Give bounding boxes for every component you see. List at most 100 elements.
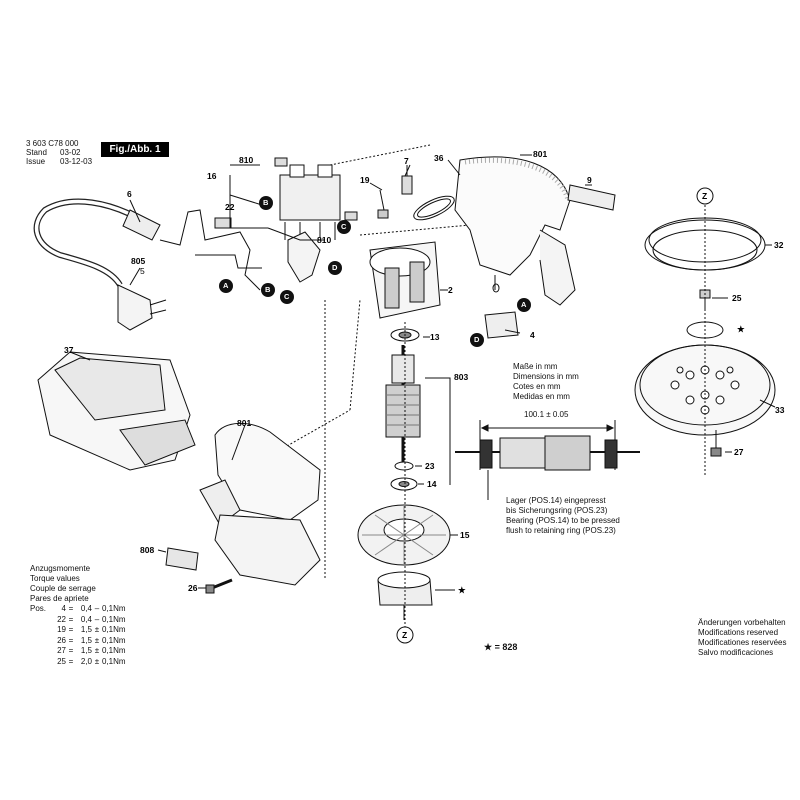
torque-tolerance: 0,1Nm bbox=[102, 646, 126, 655]
callout-markers bbox=[219, 196, 531, 347]
dimension-value: 100.1 ± 0.05 bbox=[524, 410, 569, 419]
torque-row: Pos.4=0,4–0,1Nm bbox=[30, 604, 126, 615]
torque-pos: 25 bbox=[57, 656, 66, 666]
star-marker: ★ bbox=[737, 324, 745, 334]
switch-module bbox=[279, 164, 341, 240]
issue-value: 03-12-03 bbox=[60, 157, 93, 166]
torque-tolerance: 0,1Nm bbox=[102, 656, 126, 666]
bearing-note-line: bis Sicherungsring (POS.23) bbox=[506, 506, 608, 515]
dimensions-note-es: Medidas en mm bbox=[513, 392, 570, 401]
torque-table: Pos.4=0,4–0,1Nm 22=0,4–0,1Nm 19=1,5±0,1N… bbox=[30, 604, 126, 668]
dimensions-note-de: Maße in mm bbox=[513, 362, 558, 371]
part-number: 805 bbox=[131, 256, 146, 266]
callout-letter: C bbox=[284, 292, 290, 301]
star-marker: ★ bbox=[458, 585, 466, 595]
part-number: 14 bbox=[427, 479, 437, 489]
mains-plug bbox=[117, 284, 167, 331]
figure-label: Fig./Abb. 1 bbox=[101, 142, 169, 157]
part-number: 7 bbox=[404, 156, 409, 166]
changes-note-en: Modifications reserved bbox=[698, 628, 779, 637]
torque-heading-en: Torque values bbox=[30, 574, 80, 583]
torque-row: 22=0,4–0,1Nm bbox=[30, 614, 125, 626]
torque-row: 27=1,5±0,1Nm bbox=[30, 646, 126, 657]
screw-27 bbox=[710, 430, 722, 457]
z-marker-bottom bbox=[396, 626, 414, 644]
torque-tolerance-sign: ± bbox=[94, 625, 100, 634]
part-number: 6 bbox=[127, 189, 132, 199]
part-number: 22 bbox=[225, 202, 235, 212]
part-number: 32 bbox=[774, 240, 784, 250]
torque-tolerance-sign: ± bbox=[94, 646, 100, 655]
screw-19 bbox=[377, 189, 389, 219]
part-number: 13 bbox=[430, 332, 440, 342]
bearing-14 bbox=[390, 477, 418, 491]
torque-value: 2,0 bbox=[80, 656, 92, 666]
torque-pos: 4 bbox=[61, 604, 66, 613]
part-number: 23 bbox=[425, 461, 435, 471]
torque-pos: 26 bbox=[57, 635, 66, 645]
cord-sleeve bbox=[122, 209, 161, 241]
label-808 bbox=[165, 547, 199, 571]
callout-letter: B bbox=[265, 285, 271, 294]
retaining-ring bbox=[394, 461, 414, 471]
part-number: 36 bbox=[434, 153, 444, 163]
screw-26 bbox=[205, 578, 233, 594]
changes-note-es: Salvo modificaciones bbox=[698, 648, 774, 657]
torque-eq: = bbox=[68, 646, 74, 655]
torque-tolerance-sign: ± bbox=[94, 635, 100, 645]
bearing-note-line: flush to retaining ring (POS.23) bbox=[506, 526, 616, 535]
bearing-note-line: Bearing (POS.14) to be pressed bbox=[506, 516, 620, 525]
housing-half-top bbox=[454, 156, 576, 306]
label-plate-9 bbox=[567, 184, 616, 211]
brush-holder bbox=[484, 311, 519, 339]
z-marker-top bbox=[696, 187, 714, 205]
callout-letter: A bbox=[521, 300, 527, 309]
torque-row: 26=1,5±0,1Nm bbox=[30, 635, 126, 647]
torque-value: 1,5 bbox=[80, 625, 92, 634]
torque-value: 1,5 bbox=[80, 646, 92, 655]
document-number: 3 603 C78 000 bbox=[26, 139, 79, 148]
issue-label: Issue bbox=[26, 157, 46, 166]
eccentric-nut bbox=[377, 571, 433, 620]
connection-wires bbox=[159, 209, 261, 291]
part-number: 808 bbox=[140, 545, 155, 555]
stand-value: 03-02 bbox=[60, 148, 81, 157]
field-stator bbox=[369, 241, 441, 319]
torque-heading-fr: Couple de serrage bbox=[30, 584, 96, 593]
part-number: 15 bbox=[460, 530, 470, 540]
torque-tolerance-sign: ± bbox=[94, 656, 100, 666]
callout-letter: D bbox=[474, 335, 480, 344]
dimensions-note-fr: Cotes en mm bbox=[513, 382, 561, 391]
screw-7 bbox=[401, 165, 413, 195]
cable-clamp bbox=[214, 217, 232, 229]
dimensions-note-en: Dimensions in mm bbox=[513, 372, 579, 381]
part-number: 810 bbox=[317, 235, 332, 245]
part-number: 27 bbox=[734, 447, 744, 457]
armature-dimension-view bbox=[455, 420, 640, 500]
part-number: 26 bbox=[188, 583, 198, 593]
part-number: 37 bbox=[64, 345, 74, 355]
part-number: 801 bbox=[237, 418, 252, 428]
torque-tolerance-sign: – bbox=[94, 614, 100, 624]
torque-tolerance-sign: – bbox=[94, 604, 100, 613]
housing-half-bottom bbox=[199, 422, 321, 586]
torque-eq: = bbox=[68, 625, 74, 634]
torque-value: 0,4 bbox=[80, 614, 92, 624]
changes-note-fr: Modificationes reservées bbox=[698, 638, 787, 647]
part-number: 19 bbox=[360, 175, 370, 185]
part-number: 810 bbox=[239, 155, 254, 165]
torque-eq: = bbox=[68, 635, 74, 645]
torque-pos: 22 bbox=[57, 614, 66, 624]
part-number: 803 bbox=[454, 372, 469, 382]
suppressor-clip bbox=[287, 231, 321, 283]
pos-label: Pos. bbox=[30, 604, 47, 613]
torque-heading-es: Pares de apriete bbox=[30, 594, 89, 603]
callout-letter: C bbox=[341, 222, 347, 231]
stand-label: Stand bbox=[26, 148, 47, 157]
torque-tolerance: 0,1Nm bbox=[102, 635, 126, 645]
torque-eq: = bbox=[68, 614, 74, 624]
torque-row: 25=2,0±0,1Nm bbox=[30, 656, 126, 668]
seal-ring bbox=[413, 195, 455, 221]
